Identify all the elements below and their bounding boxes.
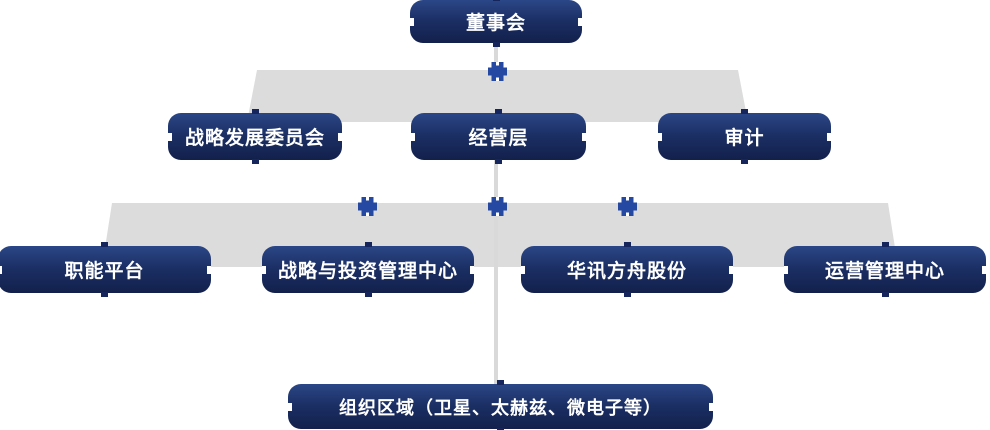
edge-notch <box>658 132 662 141</box>
node-audit: 审计 <box>658 109 831 164</box>
edge-notch <box>411 132 415 141</box>
node-label: 华讯方舟股份 <box>566 260 687 282</box>
node-huaxun-ark-shares: 华讯方舟股份 <box>521 242 733 297</box>
node-management: 经营层 <box>411 109 586 164</box>
edge-notch <box>338 132 342 141</box>
node-label: 战略发展委员会 <box>184 127 325 149</box>
edge-notch <box>827 132 831 141</box>
node-strategy-committee: 战略发展委员会 <box>168 109 342 164</box>
edge-notch <box>288 402 292 411</box>
puzzle-plus-icon <box>488 197 507 216</box>
node-label: 董事会 <box>465 12 526 34</box>
edge-notch <box>521 265 525 274</box>
connector-board-to-level2 <box>494 43 498 70</box>
edge-notch <box>410 17 414 26</box>
node-board: 董事会 <box>410 0 582 47</box>
edge-notch <box>982 265 986 274</box>
edge-notch <box>709 402 713 411</box>
edge-notch <box>0 265 2 274</box>
edge-notch <box>470 265 474 274</box>
node-label: 经营层 <box>468 127 529 149</box>
node-label: 审计 <box>724 127 765 149</box>
edge-notch <box>262 265 266 274</box>
puzzle-plus-icon <box>358 197 377 216</box>
edge-notch <box>168 132 172 141</box>
node-label: 组织区域（卫星、太赫兹、微电子等） <box>339 397 662 419</box>
node-label: 职能平台 <box>64 260 145 282</box>
edge-notch <box>207 265 211 274</box>
node-strategy-investment-center: 战略与投资管理中心 <box>262 242 474 297</box>
puzzle-plus-icon <box>618 197 637 216</box>
edge-notch <box>582 132 586 141</box>
puzzle-plus-icon <box>488 62 507 81</box>
node-label: 运营管理中心 <box>824 260 945 282</box>
node-operations-center: 运营管理中心 <box>784 242 986 297</box>
node-org-region: 组织区域（卫星、太赫兹、微电子等） <box>288 380 713 430</box>
node-functional-platform: 职能平台 <box>0 242 211 297</box>
node-label: 战略与投资管理中心 <box>277 260 458 282</box>
connector-management-to-org-region <box>494 160 498 384</box>
edge-notch <box>784 265 788 274</box>
edge-notch <box>729 265 733 274</box>
edge-notch <box>578 17 582 26</box>
